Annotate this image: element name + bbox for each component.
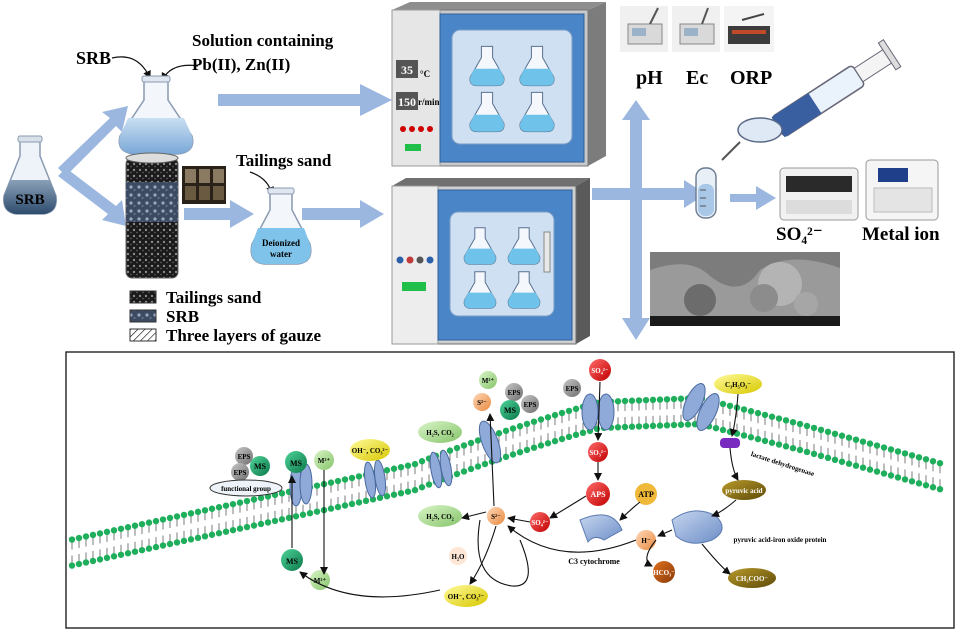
m2plus-3: M²⁺ xyxy=(482,377,495,385)
instrument-orp: ORP xyxy=(730,67,772,89)
instrument-ph: pH xyxy=(636,67,663,89)
metal-ion-label: Metal ion xyxy=(862,224,940,245)
analyzer-metal xyxy=(865,159,939,221)
h2o-label: H₂O xyxy=(452,553,466,561)
solution-line1: Solution containing xyxy=(192,31,334,50)
sem-image xyxy=(650,252,840,326)
ms-1: MS xyxy=(254,462,267,471)
tailings-title: Tailings sand xyxy=(236,151,332,170)
srb-flask-label: SRB xyxy=(76,48,111,68)
s2minus-2: S²⁻ xyxy=(477,399,487,407)
arrow-to-column xyxy=(58,168,126,226)
shaker-flask-4 xyxy=(519,91,555,133)
h2s-co2-2: H₂S, CO₂ xyxy=(426,513,454,521)
legend-swatch-gauze xyxy=(129,328,157,342)
solution-flask xyxy=(118,75,194,155)
tailings-column xyxy=(125,152,179,279)
arrow-down xyxy=(622,194,650,340)
static-incubator xyxy=(391,178,590,345)
ms-3: MS xyxy=(286,557,299,566)
ch3coo-label: CH₃COO⁻ xyxy=(736,575,769,583)
speed-value: 150 xyxy=(398,95,416,109)
c3-cytochrome-shape xyxy=(579,514,623,544)
shaker-flask-1 xyxy=(469,45,505,87)
membrane-channels xyxy=(289,383,720,507)
legend-gauze: Three layers of gauze xyxy=(166,326,321,345)
srb-flask-main: SRB xyxy=(3,135,57,215)
deionized-flask: Deionized water xyxy=(250,187,312,265)
arrow-up xyxy=(622,100,650,188)
so4-label: SO₄²⁻ xyxy=(776,224,823,245)
oh-co3-1: OH⁻, CO₃²⁻ xyxy=(352,447,389,455)
lactate-label: C₃H₅O₃⁻ xyxy=(725,381,751,389)
eps-5: EPS xyxy=(566,385,579,393)
speed-display xyxy=(396,92,418,110)
oh-co3-2: OH⁻, CO₃²⁻ xyxy=(448,593,485,601)
hminus-label: H⁻ xyxy=(641,537,650,545)
incubator-flask-4 xyxy=(507,271,541,309)
analyzer-so4 xyxy=(779,167,859,221)
reaction-arrows xyxy=(288,381,739,598)
shaker-flasks xyxy=(469,45,555,133)
speed-unit: r/min xyxy=(418,97,440,107)
eps-1: EPS xyxy=(238,453,251,461)
deionized-line1: Deionized xyxy=(262,238,300,248)
c3-cytochrome-label: C3 cytochrome xyxy=(568,557,620,566)
temp-value: 35 xyxy=(401,63,413,77)
incubator-flask-1 xyxy=(463,227,497,265)
syringe xyxy=(721,39,902,161)
pyruvic-protein-shape xyxy=(671,510,723,544)
m2plus-2: M²⁺ xyxy=(314,577,327,585)
aps-label: APS xyxy=(590,490,606,499)
tailings-photo xyxy=(182,166,226,204)
srb-main-label: SRB xyxy=(15,192,44,208)
eps-4: EPS xyxy=(524,401,537,409)
m2plus-1: M²⁺ xyxy=(318,457,331,465)
pyruvic-protein-label: pyruvic acid-iron oxide protein xyxy=(734,536,827,544)
so4-top: SO₄²⁻ xyxy=(591,367,609,375)
incubator-flask-3 xyxy=(463,271,497,309)
eps-2: EPS xyxy=(234,469,247,477)
arrow-to-tube xyxy=(592,180,706,208)
temp-unit: °C xyxy=(420,69,430,79)
arrow-to-top-incubator xyxy=(218,84,392,116)
pyruvic-acid-label: pyruvic acid xyxy=(725,487,762,495)
legend-swatch-srb xyxy=(129,309,157,323)
atp-label: ATP xyxy=(638,490,654,499)
functional-group-label: functional group xyxy=(221,485,271,493)
deionized-line2: water xyxy=(270,249,292,259)
legend-tailings: Tailings sand xyxy=(166,288,262,307)
incubator-flask-2 xyxy=(507,227,541,265)
hco3-label: HCO₃⁻ xyxy=(653,569,675,577)
shaker-flask-3 xyxy=(469,91,505,133)
arrow-to-deionized xyxy=(184,200,254,228)
eps-3: EPS xyxy=(508,389,521,397)
ms-2: MS xyxy=(290,459,303,468)
legend: Tailings sand SRB Three layers of gauze xyxy=(129,288,321,345)
srb-pointer xyxy=(111,56,151,79)
so4-bottom: SO₄²⁻ xyxy=(531,519,549,527)
arrow-to-analyzer xyxy=(730,186,776,210)
instrument-ec: Ec xyxy=(686,67,708,89)
incubator-flasks xyxy=(463,227,541,309)
so3-label: SO₃²⁻ xyxy=(589,449,607,457)
test-tube xyxy=(695,167,717,219)
legend-srb: SRB xyxy=(166,307,199,326)
legend-swatch-tailings xyxy=(129,290,157,304)
s2minus-1: S²⁻ xyxy=(491,513,501,521)
solution-line2: Pb(II), Zn(II) xyxy=(192,55,290,74)
flow-arrows xyxy=(58,84,776,340)
h2s-co2-1: H₂S, CO₂ xyxy=(426,429,454,437)
instrument-images xyxy=(620,6,774,52)
arrow-to-bottom-incubator xyxy=(302,200,384,228)
shaker-flask-2 xyxy=(519,45,555,87)
ms-4: MS xyxy=(504,406,517,415)
arrow-to-flask xyxy=(58,106,128,176)
molecules: EPS EPS MS functional group MS M²⁺ MS M²… xyxy=(209,359,827,607)
temp-display xyxy=(396,60,418,78)
